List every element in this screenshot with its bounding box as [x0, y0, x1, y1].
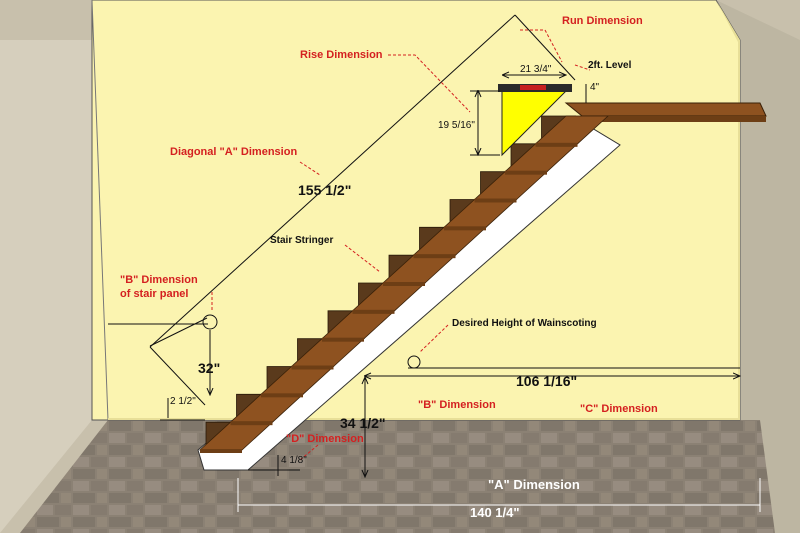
stair-stringer-label: Stair Stringer [270, 235, 333, 246]
a-value: 140 1/4" [470, 505, 520, 520]
back-wall [91, 0, 741, 421]
c-value: 106 1/16" [516, 373, 577, 389]
stringer-leader [344, 244, 381, 273]
b-panel-label-line2: of stair panel [120, 288, 188, 300]
b-value: 34 1/2" [340, 415, 386, 431]
left-wall-return [0, 40, 92, 533]
c-dimension-label: "C" Dimension [580, 403, 658, 415]
tread-nosing [413, 254, 456, 259]
diagonal-a-line [149, 14, 516, 348]
tread-nosing [230, 421, 273, 426]
landing-top [564, 102, 767, 117]
tread-nosing [444, 226, 486, 231]
tread-nosing [322, 337, 364, 342]
wall-corner-left [91, 0, 109, 421]
wainscot-leader [419, 324, 449, 353]
rise-dimension-label: Rise Dimension [300, 49, 383, 61]
rise-leader [388, 54, 471, 113]
diagonal-value: 155 1/2" [298, 182, 351, 198]
tread-nosing [505, 170, 547, 175]
level-leader [574, 64, 591, 71]
landing-edge [582, 116, 766, 122]
wainscot-label: Desired Height of Wainscoting [452, 318, 597, 329]
d-leader [299, 444, 319, 461]
rise-value: 19 5/16" [438, 120, 475, 131]
tread-nosing [474, 198, 517, 203]
d-dimension-label: "D" Dimension [286, 433, 364, 445]
level-bubble-bar [520, 85, 546, 90]
tread-nosing [261, 393, 303, 398]
run-dimension-label: Run Dimension [562, 15, 643, 27]
tread-nosing [383, 282, 425, 286]
b-dimension-label: "B" Dimension [418, 399, 496, 411]
wainscot-marker-left [202, 314, 218, 330]
diagonal-a-label: Diagonal "A" Dimension [170, 146, 297, 158]
tread-nosing [200, 449, 242, 453]
stair-steps [198, 115, 610, 453]
run-leader [520, 29, 563, 63]
diagonal-leader [299, 161, 321, 176]
bottom-offset-value: 2 1/2" [170, 396, 196, 407]
a-dimension-label: "A" Dimension [488, 477, 580, 492]
tread-nosing [291, 365, 334, 370]
panel-height-value: 32" [198, 360, 220, 376]
level-label: 2ft. Level [588, 60, 632, 71]
paver-floor [20, 420, 775, 533]
diagonal-a-bottom-tick [149, 346, 206, 406]
tread-nosing [535, 142, 578, 147]
b-panel-label-line1: "B" Dimension [120, 274, 198, 286]
tread-nosing [352, 309, 395, 314]
nosing-value: 4" [590, 82, 600, 93]
d-value: 4 1/8" [281, 455, 307, 466]
panel-b-line [149, 317, 208, 347]
diagonal-a-top-tick [514, 14, 576, 81]
run-value: 21 3/4" [520, 64, 552, 75]
